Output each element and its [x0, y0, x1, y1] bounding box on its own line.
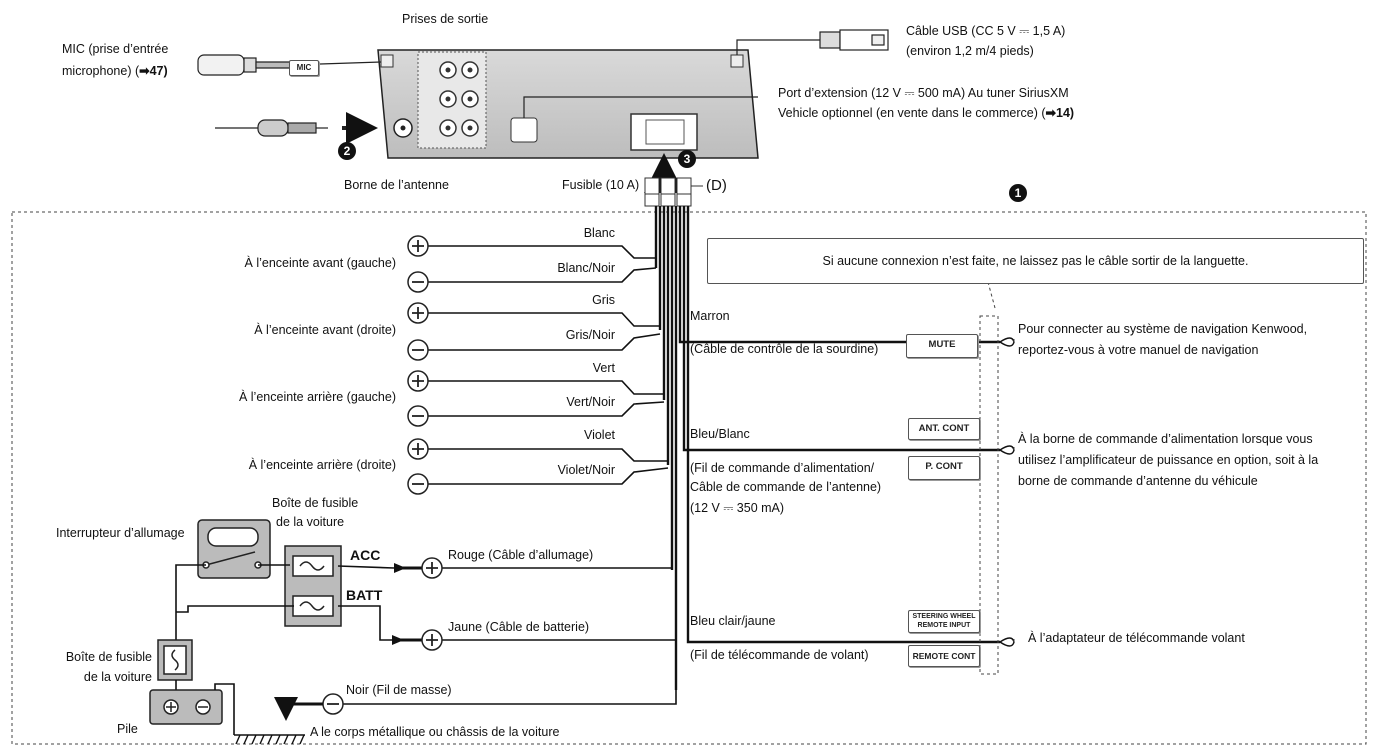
bluewhite-desc-3: (12 V ⎓ 350 mA) [690, 501, 785, 515]
lightblue-desc: (Fil de télécommande de volant) [690, 648, 869, 662]
wire-violet: Violet [583, 428, 615, 442]
brown-wire-label: Marron [690, 309, 730, 323]
head-unit [377, 49, 759, 159]
acc-label: ACC [350, 547, 381, 563]
bluewhite-desc-2: Câble de commande de l’antenne) [690, 480, 882, 494]
steering-tag-line-2: REMOTE INPUT [917, 622, 971, 629]
fuse-box2-label-2: de la voiture [83, 670, 152, 684]
yellow-wire-label: Jaune (Câble de batterie) [448, 620, 590, 634]
bluewhite-desc-1: (Fil de commande d’alimentation/ [690, 461, 875, 475]
no-connection-callout: Si aucune connexion n’est faite, ne lais… [707, 238, 1364, 284]
no-connection-text: Si aucune connexion n’est faite, ne lais… [822, 254, 1249, 268]
step-2-badge: 2 [338, 142, 356, 160]
ignition-switch-label: Interrupteur d’allumage [56, 526, 185, 540]
lightblue-wire-label: Bleu clair/jaune [690, 614, 776, 628]
battery-label: Pile [117, 722, 138, 736]
fuse-box-label-2: de la voiture [276, 515, 345, 529]
mic-label-2-text: microphone) ( [62, 64, 140, 78]
power-note-2: utilisez l’amplificateur de puissance en… [1018, 453, 1319, 467]
red-wire-label: Rouge (Câble d’allumage) [448, 548, 594, 562]
output-jacks-label: Prises de sortie [402, 12, 489, 26]
main-connector [630, 113, 698, 151]
black-wire-label: Noir (Fil de masse) [346, 683, 452, 697]
chassis-ground [234, 734, 305, 745]
step-1-badge: 1 [1009, 184, 1027, 202]
p-cont-tag: P. CONT [908, 456, 980, 480]
mute-note-1: Pour connecter au système de navigation … [1018, 322, 1308, 336]
wire-gray: Gris [592, 293, 615, 307]
ext-label-2-text: Vehicle optionnel (en vente dans le comm… [778, 106, 1046, 120]
ext-label-2: Vehicle optionnel (en vente dans le comm… [778, 106, 1074, 121]
speaker-label-rear-left: À l’enceinte arrière (gauche) [238, 390, 396, 404]
step-3-badge: 3 [678, 150, 696, 168]
remote-cont-tag: REMOTE CONT [908, 645, 980, 667]
harness-enclosure [11, 211, 1367, 745]
ext-ref: ➡14) [1045, 106, 1075, 120]
usb-label-2: (environ 1,2 m/4 pieds) [906, 44, 1034, 58]
wire-white: Blanc [583, 226, 615, 240]
fuse-box-label-1: Boîte de fusible [272, 496, 359, 510]
speaker-wires [428, 245, 669, 485]
batt-label: BATT [346, 587, 383, 603]
steering-note: À l’adaptateur de télécommande volant [1028, 631, 1245, 645]
bluewhite-wire-label: Bleu/Blanc [690, 427, 750, 441]
d-label: (D) [706, 177, 727, 194]
mic-label-1: MIC (prise d’entrée [62, 42, 169, 56]
speaker-label-front-right: À l’enceinte avant (droite) [254, 323, 396, 337]
mic-label-2: microphone) (➡47) [62, 64, 168, 79]
power-note-3: borne de commande d’antenne du véhicule [1018, 474, 1258, 488]
fuse-box2-label-1: Boîte de fusible [65, 650, 152, 664]
power-note-1: À la borne de commande d’alimentation lo… [1018, 432, 1313, 446]
mute-tag: MUTE [906, 334, 978, 358]
wire-violet-black: Violet/Noir [557, 463, 615, 477]
fuse-label: Fusible (10 A) [562, 178, 640, 192]
ext-label-1: Port d’extension (12 V ⎓ 500 mA) Au tune… [778, 86, 1069, 100]
mic-tag: MIC [289, 60, 319, 76]
wire-green-black: Vert/Noir [566, 395, 615, 409]
chassis-label: A le corps métallique ou châssis de la v… [310, 725, 560, 739]
speaker-label-rear-right: À l’enceinte arrière (droite) [248, 458, 396, 472]
wire-green: Vert [592, 361, 615, 375]
battery [149, 689, 223, 725]
brown-wire-desc: (Câble de contrôle de la sourdine) [690, 342, 879, 356]
usb-cable [736, 29, 889, 55]
battery-fuse [157, 639, 193, 681]
ignition-switch [197, 519, 271, 579]
wire-white-black: Blanc/Noir [557, 261, 615, 275]
car-fuse-box [284, 545, 342, 627]
extension-port [510, 117, 538, 143]
harness-connector [644, 177, 692, 207]
wire-gray-black: Gris/Noir [565, 328, 615, 342]
steering-input-tag: STEERING WHEEL REMOTE INPUT [908, 610, 980, 633]
speaker-label-front-left: À l’enceinte avant (gauche) [244, 256, 396, 270]
ant-cont-tag: ANT. CONT [908, 418, 980, 440]
antenna-plug [215, 112, 378, 144]
mute-note-2: reportez-vous à votre manuel de navigati… [1018, 343, 1259, 357]
usb-label-1: Câble USB (CC 5 V ⎓ 1,5 A) [906, 24, 1066, 38]
steering-tag-line-1: STEERING WHEEL [912, 613, 976, 620]
antenna-terminal-label: Borne de l’antenne [344, 178, 449, 192]
mic-ref: ➡47) [139, 64, 168, 78]
